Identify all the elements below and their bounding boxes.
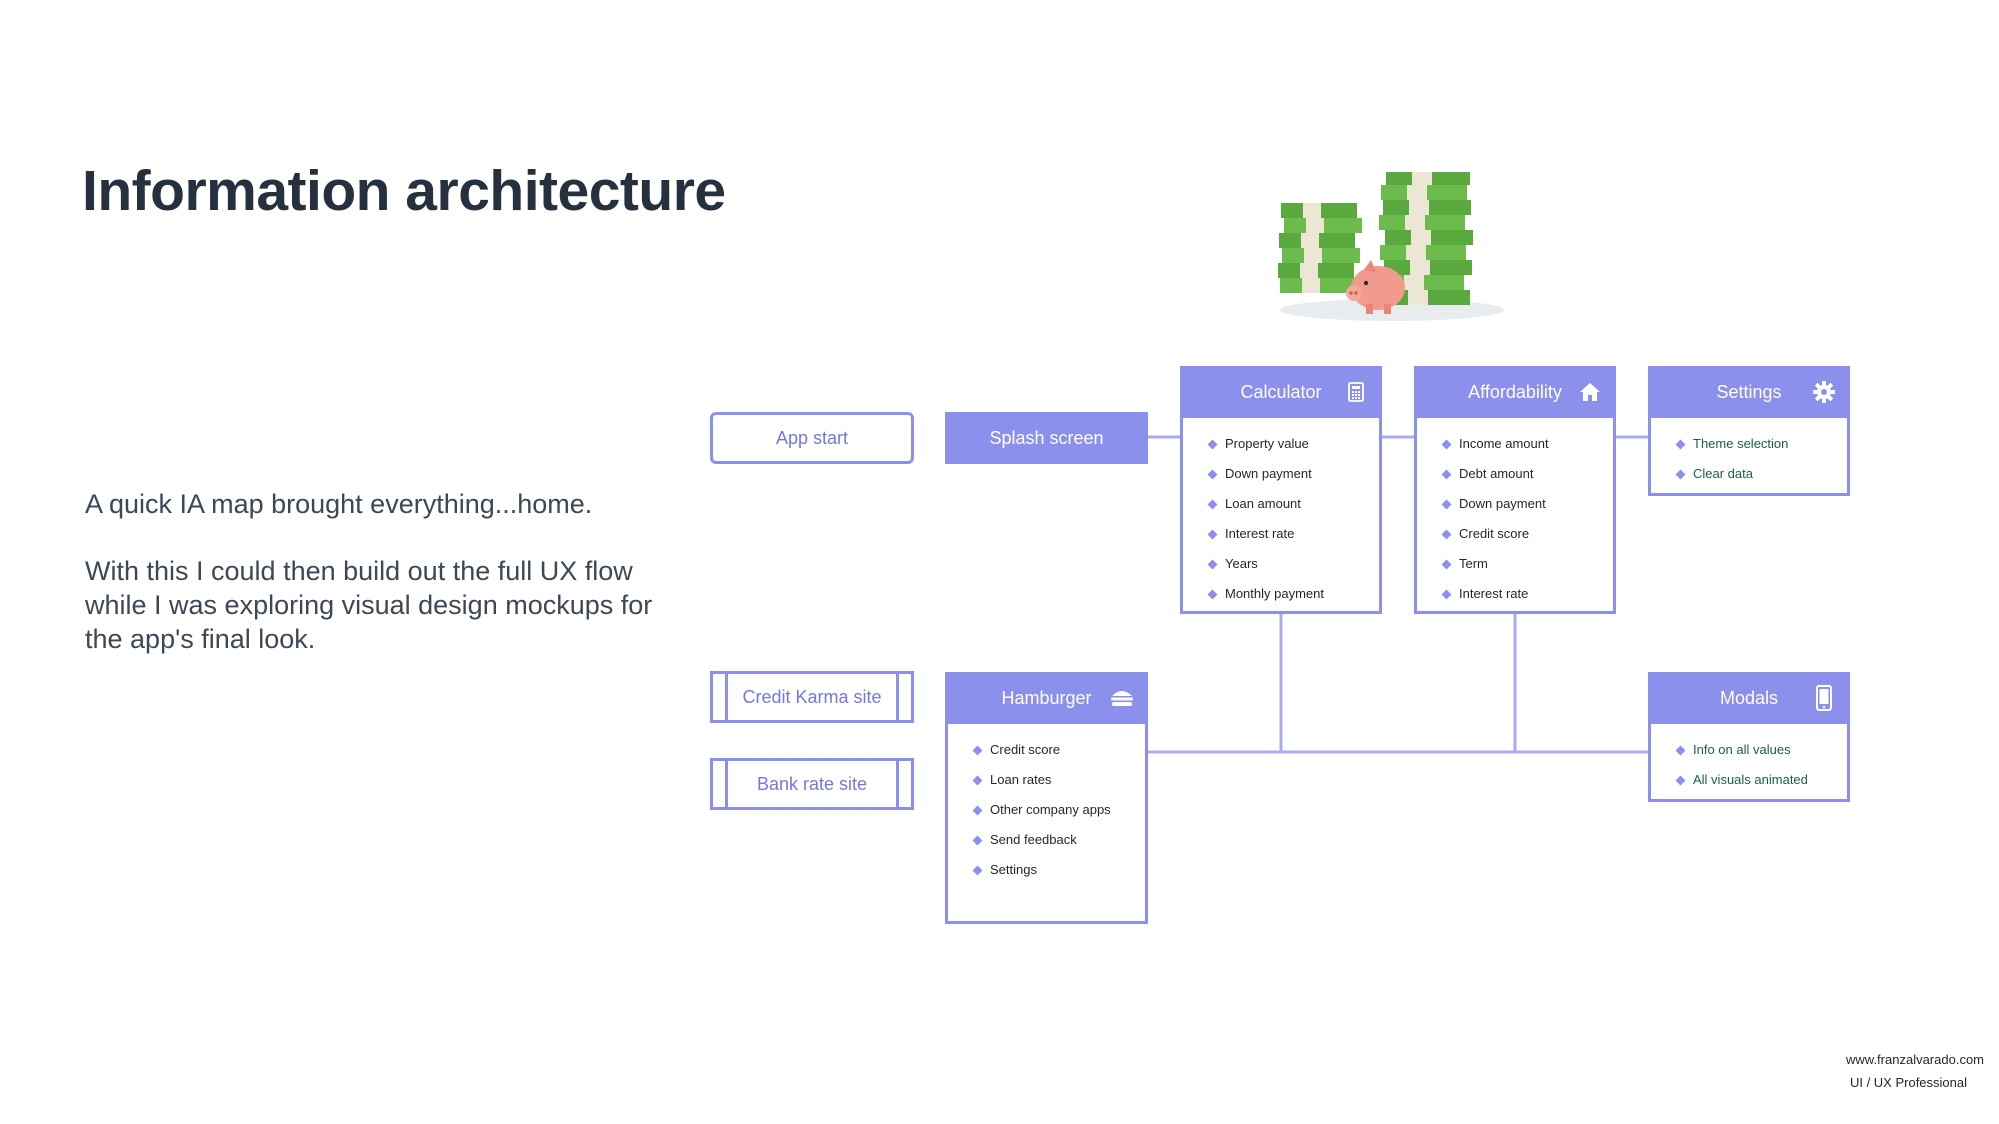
hamburger-card-header: Hamburger	[945, 672, 1148, 724]
list-item: Info on all values	[1675, 735, 1808, 765]
calculator-card-title: Calculator	[1240, 381, 1322, 402]
intro-lead: A quick IA map brought everything...home…	[85, 489, 593, 519]
hamburger-items: Credit score Loan rates Other company ap…	[972, 735, 1111, 885]
list-item: Other company apps	[972, 795, 1111, 825]
list-item: Years	[1207, 549, 1324, 579]
piggy-bank-icon	[1346, 260, 1405, 314]
calculator-card: Calculator Property value Down payment L…	[1180, 366, 1382, 614]
list-item: Term	[1441, 549, 1549, 579]
affordability-card-title: Affordability	[1468, 381, 1562, 402]
modals-items: Info on all values All visuals animated	[1675, 735, 1808, 795]
settings-card-title: Settings	[1716, 381, 1782, 402]
intro-body: With this I could then build out the ful…	[85, 556, 653, 654]
footer-role: UI / UX Professional	[1849, 1075, 1967, 1090]
settings-card: Settings Theme selection Clear data	[1648, 366, 1850, 496]
footer-website: www.franzalvarado.com	[1846, 1052, 1984, 1067]
list-item: Interest rate	[1207, 519, 1324, 549]
modals-card-header: Modals	[1648, 672, 1850, 724]
list-item: All visuals animated	[1675, 765, 1808, 795]
list-item: Interest rate	[1441, 579, 1549, 609]
list-item: Down payment	[1207, 459, 1324, 489]
list-item: Property value	[1207, 429, 1324, 459]
modals-card: Modals Info on all values All visuals an…	[1648, 672, 1850, 802]
calculator-card-header: Calculator	[1180, 366, 1382, 418]
bank-rate-site-link[interactable]: Bank rate site	[710, 758, 914, 810]
calculator-icon	[1344, 380, 1368, 404]
hamburger-icon	[1110, 686, 1134, 710]
settings-items: Theme selection Clear data	[1675, 429, 1788, 489]
hamburger-card: Hamburger Credit score Loan rates Other …	[945, 672, 1148, 924]
list-item: Income amount	[1441, 429, 1549, 459]
list-item: Loan amount	[1207, 489, 1324, 519]
list-item: Clear data	[1675, 459, 1788, 489]
list-item: Down payment	[1441, 489, 1549, 519]
settings-card-header: Settings	[1648, 366, 1850, 418]
page-title: Information architecture	[82, 159, 726, 223]
hamburger-card-title: Hamburger	[1001, 687, 1092, 708]
list-item: Credit score	[972, 735, 1111, 765]
affordability-card: Affordability Income amount Debt amount …	[1414, 366, 1616, 614]
affordability-card-header: Affordability	[1414, 366, 1616, 418]
affordability-items: Income amount Debt amount Down payment C…	[1441, 429, 1549, 609]
list-item: Theme selection	[1675, 429, 1788, 459]
list-item: Loan rates	[972, 765, 1111, 795]
modals-card-title: Modals	[1719, 687, 1779, 708]
phone-icon	[1812, 685, 1836, 711]
list-item: Send feedback	[972, 825, 1111, 855]
home-icon	[1578, 380, 1602, 404]
app-start-node: App start	[710, 412, 914, 464]
calculator-items: Property value Down payment Loan amount …	[1207, 429, 1324, 609]
list-item: Credit score	[1441, 519, 1549, 549]
list-item: Debt amount	[1441, 459, 1549, 489]
splash-screen-node: Splash screen	[945, 412, 1148, 464]
list-item: Settings	[972, 855, 1111, 885]
gear-icon	[1812, 380, 1836, 404]
money-stacks-piggy-bank-illustration	[1278, 172, 1504, 321]
list-item: Monthly payment	[1207, 579, 1324, 609]
credit-karma-site-link[interactable]: Credit Karma site	[710, 671, 914, 723]
